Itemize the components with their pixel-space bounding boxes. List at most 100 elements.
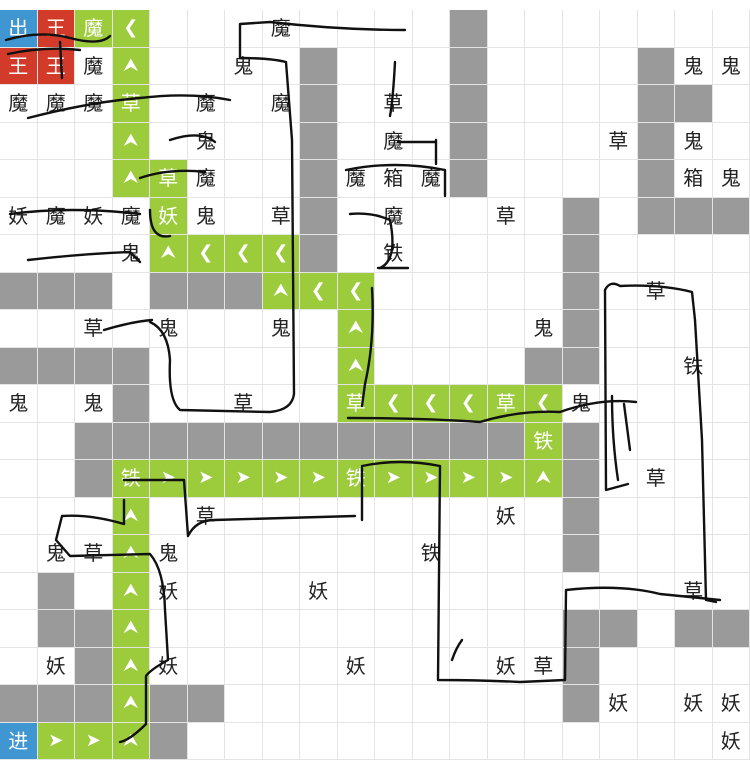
- path-arrow-left-tile[interactable]: ❮: [375, 385, 413, 423]
- character-tile[interactable]: 妖: [150, 647, 188, 685]
- empty-tile[interactable]: [0, 235, 38, 273]
- wall-tile[interactable]: [300, 122, 338, 160]
- empty-tile[interactable]: [375, 497, 413, 535]
- path-arrow-up-tile[interactable]: ⮝: [112, 160, 150, 198]
- wall-tile[interactable]: [450, 422, 488, 460]
- path-arrow-right-tile[interactable]: ➤: [75, 722, 113, 760]
- empty-tile[interactable]: [37, 422, 75, 460]
- empty-tile[interactable]: [637, 647, 675, 685]
- wall-tile[interactable]: [300, 235, 338, 273]
- empty-tile[interactable]: [0, 422, 38, 460]
- empty-tile[interactable]: [525, 85, 563, 123]
- empty-tile[interactable]: [262, 685, 300, 723]
- character-tile[interactable]: 妖: [712, 685, 750, 723]
- empty-tile[interactable]: [187, 10, 225, 48]
- path-tile[interactable]: 铁: [525, 422, 563, 460]
- empty-tile[interactable]: [375, 647, 413, 685]
- gate-tile[interactable]: 出: [0, 10, 38, 48]
- character-tile[interactable]: 妖: [600, 685, 638, 723]
- character-tile[interactable]: 鬼: [525, 310, 563, 348]
- character-tile[interactable]: 魔: [375, 122, 413, 160]
- empty-tile[interactable]: [600, 572, 638, 610]
- empty-tile[interactable]: [637, 422, 675, 460]
- wall-tile[interactable]: [300, 47, 338, 85]
- empty-tile[interactable]: [300, 310, 338, 348]
- empty-tile[interactable]: [337, 47, 375, 85]
- path-arrow-right-tile[interactable]: ➤: [300, 460, 338, 498]
- empty-tile[interactable]: [525, 497, 563, 535]
- path-arrow-left-tile[interactable]: ❮: [337, 272, 375, 310]
- wall-tile[interactable]: [562, 197, 600, 235]
- character-tile[interactable]: 魔: [375, 197, 413, 235]
- wall-tile[interactable]: [562, 497, 600, 535]
- empty-tile[interactable]: [712, 385, 750, 423]
- empty-tile[interactable]: [487, 535, 525, 573]
- empty-tile[interactable]: [712, 310, 750, 348]
- character-tile[interactable]: 妖: [487, 647, 525, 685]
- empty-tile[interactable]: [225, 497, 263, 535]
- empty-tile[interactable]: [375, 535, 413, 573]
- path-arrow-up-tile[interactable]: ⮝: [112, 572, 150, 610]
- path-arrow-up-tile[interactable]: ⮝: [112, 722, 150, 760]
- empty-tile[interactable]: [300, 347, 338, 385]
- wall-tile[interactable]: [562, 647, 600, 685]
- empty-tile[interactable]: [487, 235, 525, 273]
- empty-tile[interactable]: [187, 722, 225, 760]
- empty-tile[interactable]: [150, 347, 188, 385]
- path-arrow-right-tile[interactable]: ➤: [412, 460, 450, 498]
- empty-tile[interactable]: [375, 47, 413, 85]
- character-tile[interactable]: 魔: [187, 85, 225, 123]
- empty-tile[interactable]: [450, 272, 488, 310]
- empty-tile[interactable]: [262, 122, 300, 160]
- empty-tile[interactable]: [375, 272, 413, 310]
- empty-tile[interactable]: [600, 460, 638, 498]
- empty-tile[interactable]: [525, 197, 563, 235]
- empty-tile[interactable]: [37, 497, 75, 535]
- path-tile[interactable]: 草: [150, 160, 188, 198]
- empty-tile[interactable]: [487, 10, 525, 48]
- character-tile[interactable]: 箱: [675, 160, 713, 198]
- empty-tile[interactable]: [225, 122, 263, 160]
- empty-tile[interactable]: [450, 497, 488, 535]
- empty-tile[interactable]: [487, 272, 525, 310]
- empty-tile[interactable]: [562, 572, 600, 610]
- empty-tile[interactable]: [600, 85, 638, 123]
- empty-tile[interactable]: [525, 122, 563, 160]
- wall-tile[interactable]: [337, 422, 375, 460]
- path-arrow-right-tile[interactable]: ➤: [37, 722, 75, 760]
- wall-tile[interactable]: [300, 85, 338, 123]
- wall-tile[interactable]: [637, 122, 675, 160]
- empty-tile[interactable]: [450, 535, 488, 573]
- king-tile[interactable]: 王: [37, 10, 75, 48]
- empty-tile[interactable]: [675, 460, 713, 498]
- empty-tile[interactable]: [450, 572, 488, 610]
- path-arrow-up-tile[interactable]: ⮝: [112, 122, 150, 160]
- wall-tile[interactable]: [675, 85, 713, 123]
- empty-tile[interactable]: [637, 535, 675, 573]
- king-tile[interactable]: 王: [37, 47, 75, 85]
- empty-tile[interactable]: [0, 497, 38, 535]
- empty-tile[interactable]: [487, 47, 525, 85]
- empty-tile[interactable]: [562, 122, 600, 160]
- empty-tile[interactable]: [375, 610, 413, 648]
- character-tile[interactable]: 魔: [112, 197, 150, 235]
- empty-tile[interactable]: [562, 10, 600, 48]
- empty-tile[interactable]: [337, 497, 375, 535]
- character-tile[interactable]: 草: [187, 497, 225, 535]
- empty-tile[interactable]: [637, 347, 675, 385]
- empty-tile[interactable]: [0, 535, 38, 573]
- empty-tile[interactable]: [450, 610, 488, 648]
- wall-tile[interactable]: [75, 272, 113, 310]
- empty-tile[interactable]: [375, 685, 413, 723]
- character-tile[interactable]: 魔: [412, 160, 450, 198]
- gate-tile[interactable]: 进: [0, 722, 38, 760]
- empty-tile[interactable]: [375, 347, 413, 385]
- wall-tile[interactable]: [150, 722, 188, 760]
- empty-tile[interactable]: [525, 685, 563, 723]
- empty-tile[interactable]: [450, 347, 488, 385]
- empty-tile[interactable]: [0, 460, 38, 498]
- character-tile[interactable]: 妖: [37, 647, 75, 685]
- empty-tile[interactable]: [37, 385, 75, 423]
- empty-tile[interactable]: [487, 685, 525, 723]
- wall-tile[interactable]: [37, 610, 75, 648]
